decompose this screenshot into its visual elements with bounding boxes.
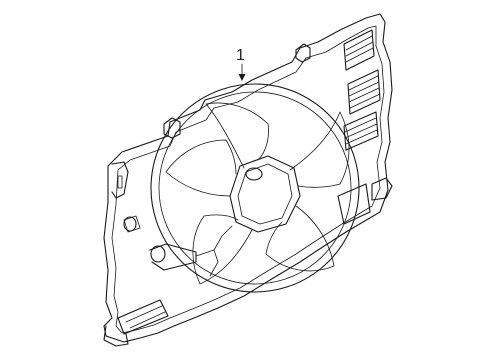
callout-arrowhead xyxy=(238,74,246,81)
mount-grommet-boss xyxy=(123,215,141,233)
cooling-fan-assembly xyxy=(103,13,393,347)
motor-housing-inner xyxy=(237,163,293,225)
louver-upper-slats xyxy=(345,35,374,63)
lower-louver-body xyxy=(117,299,169,335)
fan-blades xyxy=(165,102,350,285)
lower-left-mount-tab xyxy=(103,325,129,347)
callout-number-1: 1 xyxy=(236,47,245,64)
resistor-cap xyxy=(150,245,166,263)
fan-blade-5 xyxy=(165,139,237,197)
right-side-flap xyxy=(337,183,371,225)
louver-lower-slats xyxy=(344,117,378,145)
shroud-inner-frame xyxy=(111,25,385,334)
resistor-body xyxy=(149,243,197,271)
right-mount-bracket xyxy=(371,177,393,201)
motor-housing xyxy=(229,155,301,233)
louver-lower xyxy=(343,111,379,151)
motor-connector xyxy=(245,167,263,181)
fan-blade-3 xyxy=(265,205,335,272)
lower-louver-slats xyxy=(125,305,166,329)
left-mount-bracket xyxy=(111,161,129,199)
wiring-harness xyxy=(195,225,233,277)
louver-upper xyxy=(343,29,375,71)
fan-resistor xyxy=(149,243,197,271)
louver-middle-slats xyxy=(348,75,381,109)
shroud-outer-frame xyxy=(103,13,393,343)
louver-middle xyxy=(347,69,381,115)
right-louver-panel xyxy=(337,29,381,225)
fan-shroud-ring-inner xyxy=(158,91,352,285)
fan-blade-4 xyxy=(192,214,253,285)
fan-shroud-ring xyxy=(150,83,360,293)
lower-left-louver xyxy=(117,299,169,335)
fan-motor-hub xyxy=(229,155,301,233)
fan-blade-2 xyxy=(289,111,350,188)
upper-mount-tab xyxy=(295,43,311,63)
fan-blade-1 xyxy=(205,102,269,169)
top-mount-tab xyxy=(163,117,181,139)
left-mount-slot xyxy=(117,175,123,189)
